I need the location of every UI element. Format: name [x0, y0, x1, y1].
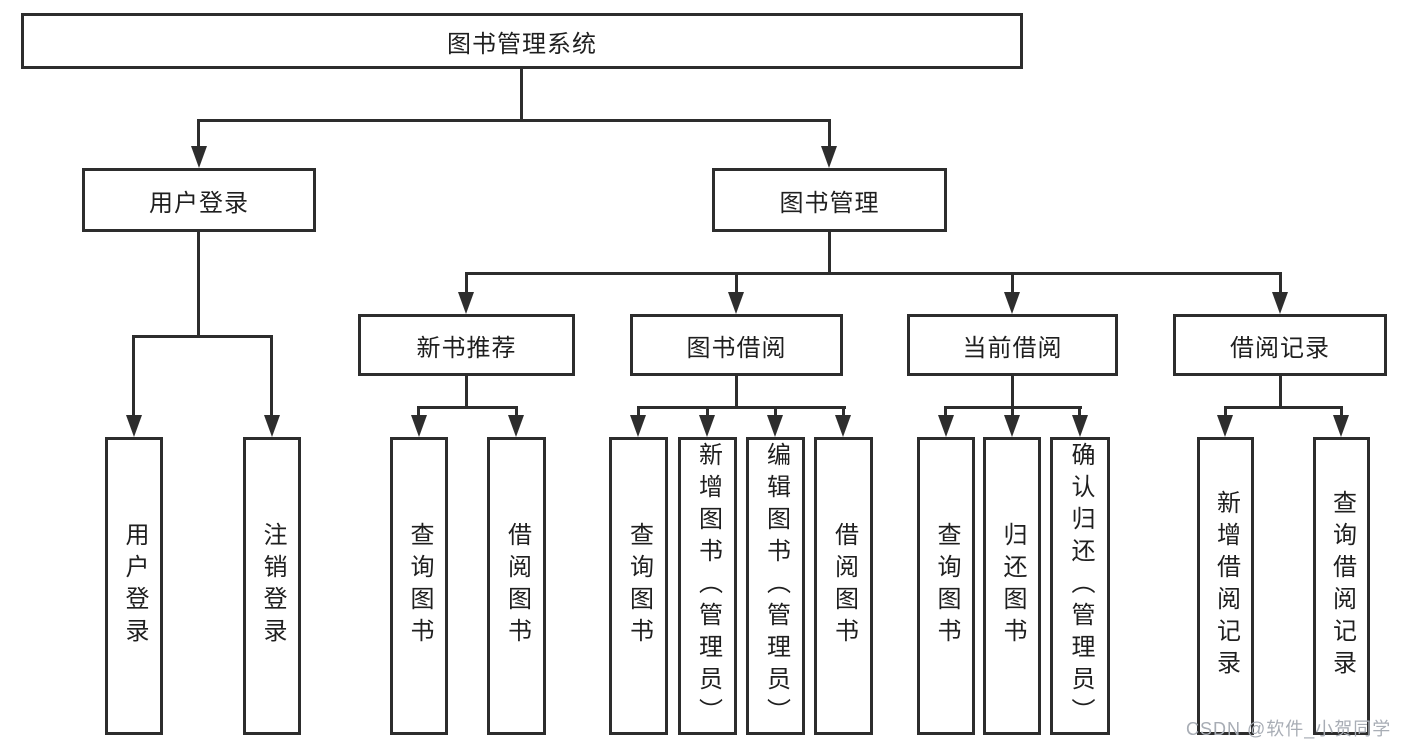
leaf-return-books: 归还图书 [983, 437, 1041, 735]
connector-login-drop-1 [132, 335, 135, 419]
connector-mgmt-drop-3 [1011, 272, 1014, 297]
leaf-add-books-admin: 新增图书（管理员） [678, 437, 737, 735]
connector-login-horizontal [132, 335, 273, 338]
node-book-management: 图书管理 [712, 168, 947, 232]
arrow-down-icon [1072, 415, 1088, 437]
leaf-logout: 注销登录 [243, 437, 301, 735]
leaf-borrow-books-recommend: 借阅图书 [487, 437, 546, 735]
arrow-down-icon [264, 415, 280, 437]
connector-newbook-drop-1 [417, 406, 420, 419]
node-user-login: 用户登录 [82, 168, 316, 232]
connector-borrowing-stem [735, 376, 738, 409]
connector-records-drop-2 [1340, 406, 1343, 419]
arrow-down-icon [191, 146, 207, 168]
connector-mgmt-drop-4 [1279, 272, 1282, 297]
connector-login-stem [197, 232, 200, 338]
connector-mgmt-stem [828, 232, 831, 275]
connector-records-horizontal [1224, 406, 1343, 409]
arrow-down-icon [835, 415, 851, 437]
csdn-watermark: CSDN @软件_小贺同学 [1186, 719, 1392, 739]
node-current-borrowing: 当前借阅 [907, 314, 1118, 376]
arrow-down-icon [699, 415, 715, 437]
leaf-add-borrow-record: 新增借阅记录 [1197, 437, 1254, 735]
arrow-down-icon [821, 146, 837, 168]
connector-newbook-drop-2 [515, 406, 518, 419]
arrow-down-icon [1333, 415, 1349, 437]
connector-current-drop-1 [944, 406, 947, 419]
leaf-query-books-borrowing: 查询图书 [609, 437, 668, 735]
arrow-down-icon [630, 415, 646, 437]
node-borrowing-records: 借阅记录 [1173, 314, 1387, 376]
arrow-down-icon [938, 415, 954, 437]
arrow-down-icon [126, 415, 142, 437]
node-library-management-system: 图书管理系统 [21, 13, 1023, 69]
connector-mgmt-drop-2 [735, 272, 738, 297]
connector-current-drop-3 [1078, 406, 1081, 419]
connector-borrowing-drop-2 [706, 406, 709, 419]
arrow-down-icon [1004, 415, 1020, 437]
connector-level2-drop-left [197, 119, 200, 151]
leaf-borrow-books: 借阅图书 [814, 437, 873, 735]
leaf-edit-books-admin: 编辑图书（管理员） [746, 437, 805, 735]
arrow-down-icon [1217, 415, 1233, 437]
connector-records-stem [1279, 376, 1282, 409]
node-book-borrowing: 图书借阅 [630, 314, 843, 376]
arrow-down-icon [1004, 292, 1020, 314]
leaf-confirm-return-admin: 确认归还（管理员） [1050, 437, 1110, 735]
leaf-query-books-current: 查询图书 [917, 437, 975, 735]
connector-current-stem [1011, 376, 1014, 409]
connector-level2-horizontal [197, 119, 831, 122]
connector-mgmt-horizontal [465, 272, 1282, 275]
leaf-user-login: 用户登录 [105, 437, 163, 735]
arrow-down-icon [458, 292, 474, 314]
arrow-down-icon [508, 415, 524, 437]
arrow-down-icon [767, 415, 783, 437]
connector-borrowing-drop-1 [637, 406, 640, 419]
arrow-down-icon [728, 292, 744, 314]
node-new-book-recommendation: 新书推荐 [358, 314, 575, 376]
connector-newbook-stem [465, 376, 468, 409]
arrow-down-icon [411, 415, 427, 437]
connector-mgmt-drop-1 [465, 272, 468, 297]
connector-newbook-horizontal [417, 406, 518, 409]
connector-current-drop-2 [1011, 406, 1014, 419]
leaf-query-books-recommend: 查询图书 [390, 437, 448, 735]
connector-borrowing-horizontal [637, 406, 846, 409]
connector-login-drop-2 [270, 335, 273, 419]
connector-borrowing-drop-4 [842, 406, 845, 419]
arrow-down-icon [1272, 292, 1288, 314]
connector-root-stem [520, 69, 523, 122]
connector-records-drop-1 [1224, 406, 1227, 419]
connector-borrowing-drop-3 [774, 406, 777, 419]
connector-level2-drop-right [828, 119, 831, 151]
leaf-query-borrow-record: 查询借阅记录 [1313, 437, 1370, 735]
